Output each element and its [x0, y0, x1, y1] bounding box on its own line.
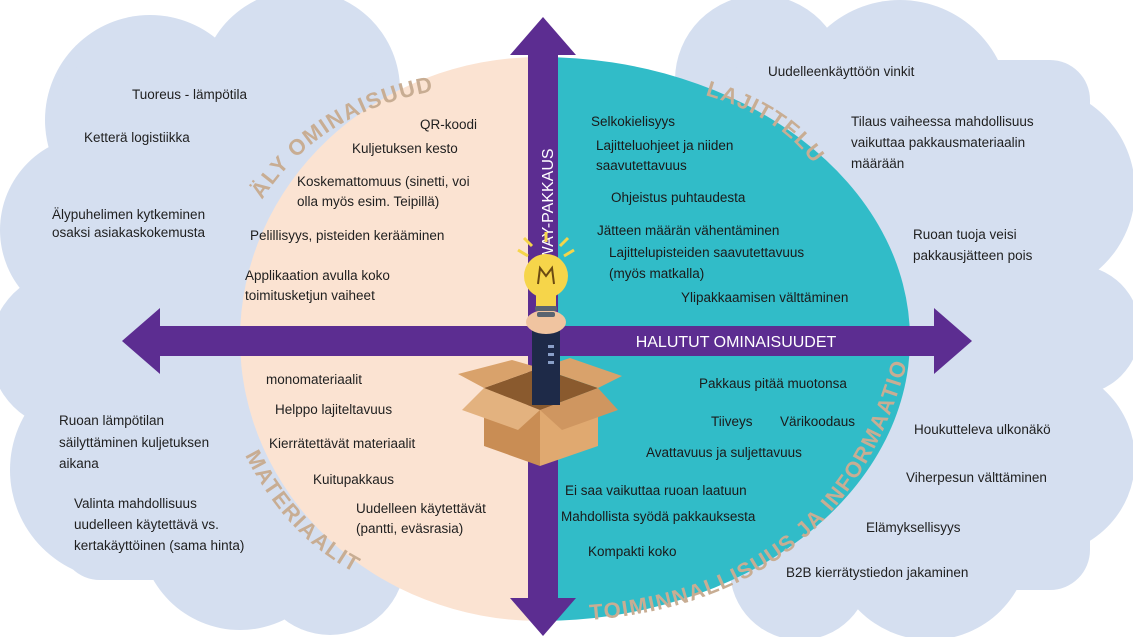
- outer-right-text: Viherpesun välttäminen: [906, 470, 1047, 485]
- outer-right-text: Houkutteleva ulkonäkö: [914, 422, 1051, 437]
- bottom-right-item: Pakkaus pitää muotonsa: [699, 376, 847, 391]
- top-right-item: saavutettavuus: [596, 158, 687, 173]
- top-right-item: Lajittelupisteiden saavutettavuus: [609, 245, 805, 260]
- bottom-right-item: Värikoodaus: [780, 414, 856, 429]
- outer-left-text: kertakäyttöinen (sama hinta): [74, 538, 245, 553]
- outer-left-text: uudelleen käytettävä vs.: [74, 517, 219, 532]
- bottom-left-item: Uudelleen käytettävät: [356, 501, 486, 516]
- outer-left-text: Älypuhelimen kytkeminen: [52, 207, 206, 222]
- outer-left-text: Tuoreus - lämpötila: [132, 87, 248, 102]
- outer-left-text: Valinta mahdollisuus: [74, 496, 197, 511]
- bottom-right-item: Kompakti koko: [588, 544, 677, 559]
- top-left-item: Koskemattomuus (sinetti, voi: [297, 174, 470, 189]
- top-left-item: toimitusketjun vaiheet: [245, 288, 375, 303]
- outer-left-text: aikana: [59, 456, 99, 471]
- bottom-right-item: Ei saa vaikuttaa ruoan laatuun: [565, 483, 747, 498]
- outer-right-text: Uudelleenkäyttöön vinkit: [768, 64, 915, 79]
- cardboard-box-icon: [458, 358, 622, 466]
- outer-right-text: vaikuttaa pakkausmateriaalin: [851, 135, 1026, 150]
- outer-right-text: Tilaus vaiheessa mahdollisuus: [851, 114, 1034, 129]
- bottom-left-item: (pantti, eväsrasia): [356, 521, 464, 536]
- bottom-left-item: Helppo lajiteltavuus: [275, 402, 393, 417]
- bottom-left-item: Kierrätettävät materiaalit: [269, 436, 416, 451]
- outer-left-text: osaksi asiakaskokemusta: [52, 225, 206, 240]
- outer-right-text: Ruoan tuoja veisi: [913, 227, 1017, 242]
- bottom-right-item: Tiiveys: [711, 414, 753, 429]
- bottom-left-item: Kuitupakkaus: [313, 472, 395, 487]
- hand-icon: [526, 310, 566, 405]
- top-right-item: Jätteen määrän vähentäminen: [597, 223, 780, 238]
- top-right-item: (myös matkalla): [609, 266, 705, 281]
- bottom-right-item: Mahdollista syödä pakkauksesta: [561, 509, 756, 524]
- top-left-item: Kuljetuksen kesto: [352, 141, 458, 156]
- outer-right-text: määrään: [851, 156, 905, 171]
- top-right-item: Selkokielisyys: [591, 114, 676, 129]
- outer-right-text: B2B kierrätystiedon jakaminen: [786, 565, 969, 580]
- top-right-item: Ohjeistus puhtaudesta: [611, 190, 746, 205]
- outer-right-text: pakkausjätteen pois: [913, 248, 1033, 263]
- bottom-right-item: Avattavuus ja suljettavuus: [646, 445, 802, 460]
- top-left-item: Pelillisyys, pisteiden kerääminen: [250, 228, 445, 243]
- top-left-item: QR-koodi: [420, 117, 478, 132]
- top-left-item: Applikaation avulla koko: [245, 268, 390, 283]
- outer-left-text: Ketterä logistiikka: [84, 130, 190, 145]
- outer-left-text: säilyttäminen kuljetuksen: [59, 435, 210, 450]
- lightbulb-icon: [517, 232, 575, 317]
- top-right-item: Lajitteluohjeet ja niiden: [596, 138, 734, 153]
- top-right-item: Ylipakkaamisen välttäminen: [681, 290, 849, 305]
- top-left-item: olla myös esim. Teipillä): [297, 194, 440, 209]
- outer-right-text: Elämyksellisyys: [866, 520, 961, 535]
- horizontal-arrow-label: HALUTUT OMINAISUUDET: [636, 334, 837, 351]
- outer-left-text: Ruoan lämpötilan: [59, 413, 165, 428]
- bottom-left-item: monomateriaalit: [266, 372, 363, 387]
